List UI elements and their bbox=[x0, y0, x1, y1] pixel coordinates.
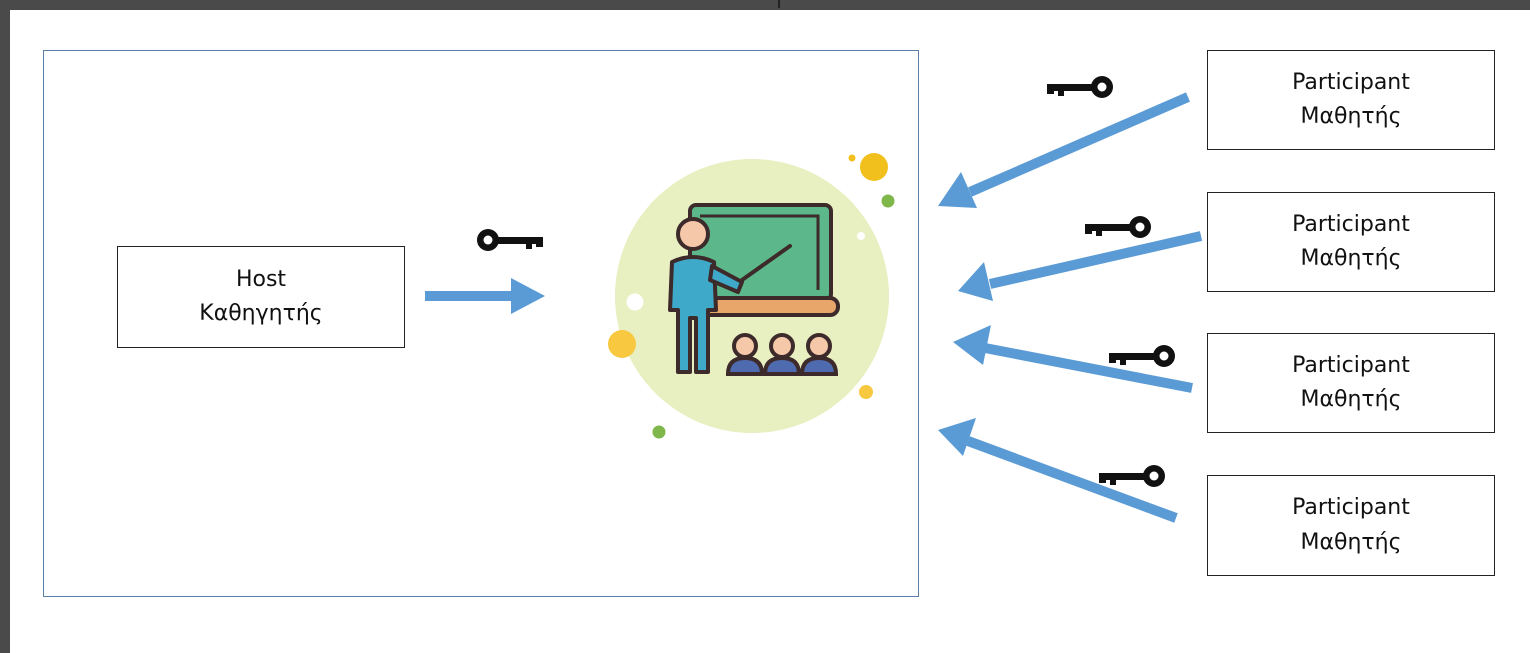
key-icon bbox=[477, 229, 543, 251]
participant-arrow-3 bbox=[953, 325, 1193, 393]
participant-box-3: Participant Μαθητής bbox=[1207, 333, 1495, 433]
participant-role-greek: Μαθητής bbox=[1300, 246, 1402, 271]
host-box: Host Καθηγητής bbox=[117, 246, 405, 348]
participant-arrow-4 bbox=[938, 418, 1178, 523]
participant-role-greek: Μαθητής bbox=[1300, 104, 1402, 129]
key-icon bbox=[1099, 465, 1165, 487]
key-icon bbox=[1085, 216, 1151, 238]
key-icon bbox=[1109, 345, 1175, 367]
session-boundary bbox=[43, 50, 919, 597]
participant-role-greek: Μαθητής bbox=[1300, 529, 1402, 555]
key-icon bbox=[1047, 76, 1113, 98]
participant-role-greek: Μαθητής bbox=[1300, 387, 1402, 412]
window-frame-top bbox=[0, 0, 1530, 10]
participant-role: Participant bbox=[1292, 211, 1410, 237]
frame-tick bbox=[778, 0, 780, 8]
participant-box-1: Participant Μαθητής bbox=[1207, 50, 1495, 150]
participant-arrow-2 bbox=[958, 231, 1203, 301]
host-role: Host bbox=[235, 266, 287, 292]
teacher-classroom-icon bbox=[608, 153, 895, 439]
host-arrow bbox=[425, 278, 545, 314]
window-frame-left bbox=[0, 0, 10, 653]
host-role-greek: Καθηγητής bbox=[199, 301, 323, 326]
participant-box-2: Participant Μαθητής bbox=[1207, 192, 1495, 292]
participant-box-4: Participant Μαθητής bbox=[1207, 475, 1495, 576]
participant-role: Participant bbox=[1292, 495, 1410, 521]
participant-role: Participant bbox=[1292, 352, 1410, 378]
participant-role: Participant bbox=[1292, 69, 1410, 95]
participant-arrow-1 bbox=[938, 92, 1190, 208]
